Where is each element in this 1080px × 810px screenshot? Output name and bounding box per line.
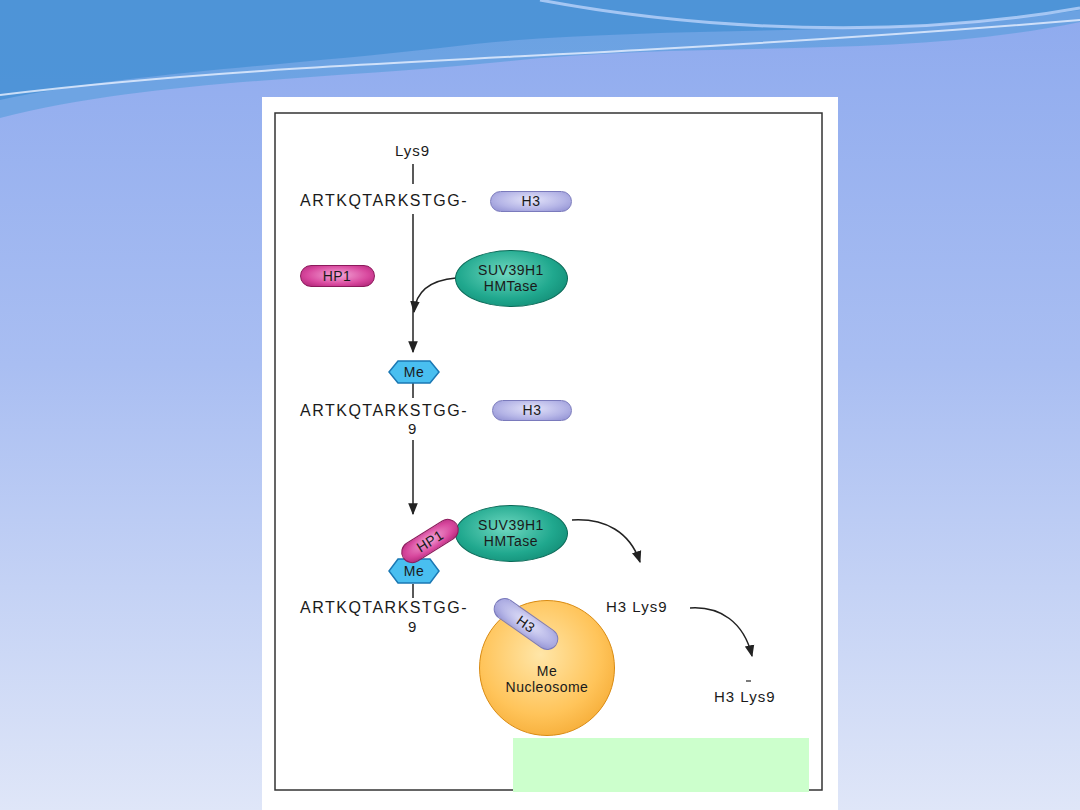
step-arrow [412, 214, 414, 352]
node-text: HP1 [414, 527, 447, 556]
label-text: H3 Lys9 [606, 599, 667, 614]
histone-h3-tail: H3 [492, 400, 572, 421]
hp1-protein: HP1 [300, 265, 375, 287]
label-text: H3 Lys9 [714, 689, 775, 704]
tick-mark [746, 680, 751, 681]
hexagon-shape [389, 361, 439, 383]
label-text: 9 [408, 619, 417, 634]
step-arrow [412, 440, 414, 514]
node-text: Me Nucleosome [506, 663, 589, 695]
figure-frame [275, 113, 822, 790]
peptide-sequence: ARTKQTARKSTGG- [300, 193, 468, 209]
peptide-sequence: ARTKQTARKSTGG- [300, 600, 468, 616]
node-text: SUV39H1 HMTase [478, 262, 544, 294]
node-text: Me [404, 364, 424, 380]
green-box [513, 738, 809, 792]
node-text: HP1 [323, 268, 352, 284]
spreading-arrow [572, 520, 640, 562]
hexagon-shape [389, 559, 439, 583]
me-tick [412, 382, 414, 398]
nucleosome: Me Nucleosome [479, 600, 615, 736]
me-tick [412, 584, 414, 598]
label-text: Lys9 [395, 143, 430, 158]
suv39h1-enzyme: SUV39H1 HMTase [455, 250, 568, 307]
node-text: Me [404, 563, 424, 579]
node-text: SUV39H1 HMTase [478, 517, 544, 549]
peptide-sequence: ARTKQTARKSTGG- [300, 403, 468, 419]
methyl-mark: Me [388, 360, 440, 384]
label-text: 9 [408, 421, 417, 436]
node-text: H3 [523, 402, 542, 418]
histone-h3-tail: H3 [490, 191, 572, 212]
header-line [540, 0, 1080, 28]
header-wave [0, 0, 1080, 100]
spreading-arrow [690, 608, 752, 656]
white-panel [262, 97, 838, 810]
header-line [0, 20, 1080, 95]
node-text: H3 [522, 193, 541, 209]
suv39h1-enzyme: SUV39H1 HMTase [455, 505, 568, 562]
enzyme-arrow [414, 278, 456, 312]
lys9-tick [412, 164, 414, 184]
